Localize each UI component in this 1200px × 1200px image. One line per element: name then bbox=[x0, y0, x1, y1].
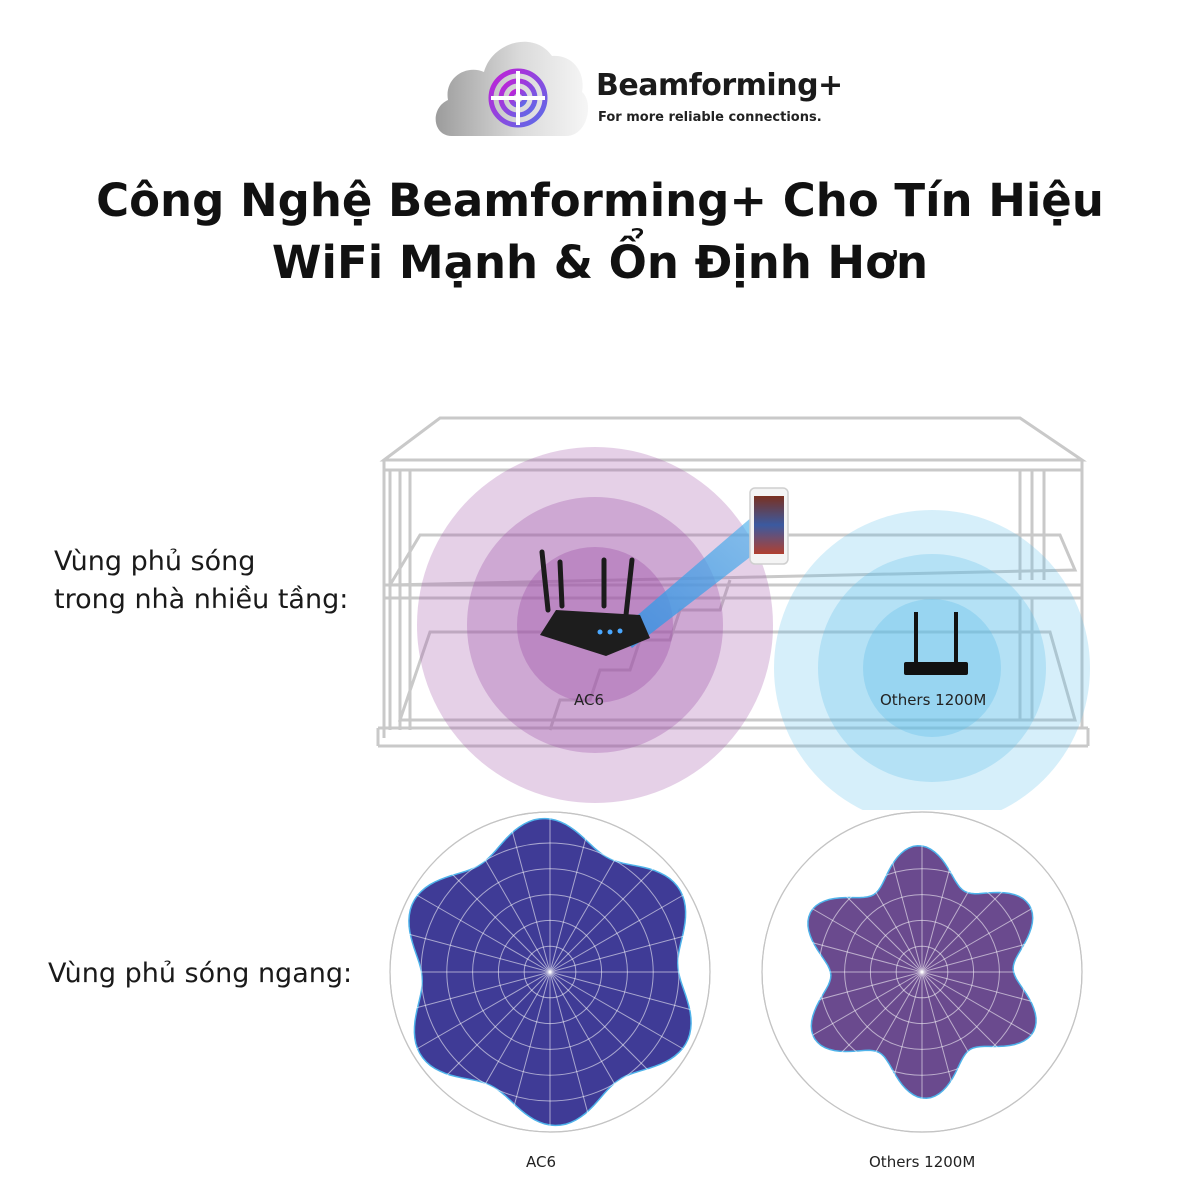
page-title-line1: Công Nghệ Beamforming+ Cho Tín Hiệu bbox=[96, 174, 1104, 227]
beamforming-target-icon bbox=[488, 68, 548, 128]
polar-caption-others: Others 1200M bbox=[869, 1153, 976, 1171]
logo-cloud-icon bbox=[435, 41, 589, 136]
polar-caption-ac6: AC6 bbox=[526, 1153, 557, 1171]
page-title: Công Nghệ Beamforming+ Cho Tín Hiệu WiFi… bbox=[0, 170, 1200, 294]
multi-floor-coverage-label: Vùng phủ sóng trong nhà nhiều tầng: bbox=[54, 546, 349, 615]
brand-tagline: For more reliable connections. bbox=[598, 110, 822, 125]
page-title-line2: WiFi Mạnh & Ổn Định Hơn bbox=[271, 236, 929, 289]
router-icon bbox=[539, 549, 650, 656]
horizontal-coverage-label: Vùng phủ sóng ngang: bbox=[48, 958, 353, 989]
smartphone-icon bbox=[749, 487, 789, 565]
polar-pattern-ac6 bbox=[389, 811, 711, 1133]
scene-caption-ac6: AC6 bbox=[574, 691, 605, 709]
beam-ray bbox=[618, 510, 780, 648]
house-coverage-illustration bbox=[376, 416, 1090, 810]
brand-name: Beamforming+ bbox=[596, 68, 843, 103]
polar-pattern-others bbox=[761, 811, 1083, 1133]
router-icon bbox=[904, 612, 968, 675]
house-outline bbox=[376, 416, 1090, 748]
scene-caption-others: Others 1200M bbox=[880, 691, 987, 709]
